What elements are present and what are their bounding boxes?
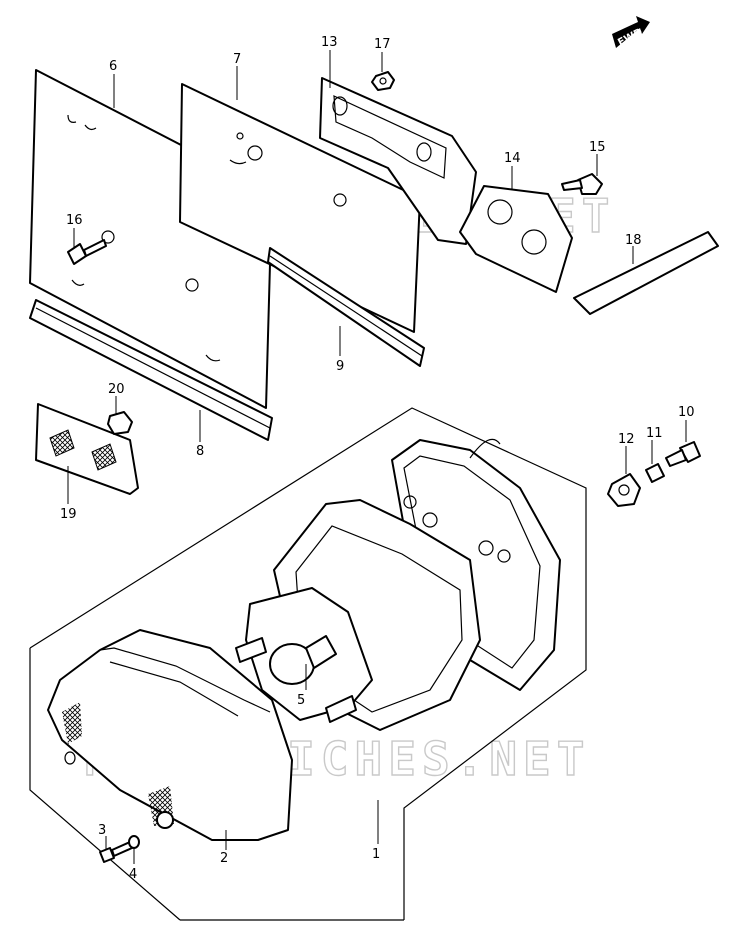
callout-13: 13 [321, 35, 338, 50]
bracket-rubber-part-9 [267, 247, 425, 367]
callout-12: 12 [618, 432, 635, 447]
collar-part-11 [645, 463, 665, 483]
callout-10: 10 [678, 405, 695, 420]
callout-8: 8 [196, 444, 204, 459]
callout-9: 9 [336, 359, 344, 374]
plate-rubber-part-8 [29, 299, 273, 441]
nut-part-20 [107, 411, 133, 435]
forward-arrow-icon: FWD [612, 16, 650, 49]
callout-17: 17 [374, 37, 391, 52]
screw-part-3 [99, 841, 133, 863]
callout-5: 5 [297, 693, 305, 708]
grommet-part-12 [607, 473, 641, 507]
tail-light-assembly-box [29, 407, 587, 921]
washer-part-4 [128, 835, 140, 849]
callout-6: 6 [109, 59, 117, 74]
bulb-part-5 [269, 635, 337, 685]
callout-16: 16 [66, 213, 83, 228]
callout-14: 14 [504, 151, 521, 166]
callout-18: 18 [625, 233, 642, 248]
callout-15: 15 [589, 140, 606, 155]
callout-7: 7 [233, 52, 241, 67]
screw-part-16 [67, 239, 107, 265]
lens-part-2 [47, 629, 293, 841]
bolt-part-10 [665, 441, 701, 467]
gasket-part-14 [459, 185, 573, 293]
nut-part-17 [371, 71, 395, 91]
callout-3: 3 [98, 823, 106, 838]
reflector-strip-part-18 [573, 231, 719, 315]
callout-19: 19 [60, 507, 77, 522]
mounting-bracket-part-13 [319, 77, 477, 245]
callout-20: 20 [108, 382, 125, 397]
callout-4: 4 [129, 867, 137, 882]
plate-bracket-part-7 [179, 83, 421, 333]
callout-labels: 6 7 13 17 14 15 16 18 9 8 20 19 10 11 12… [60, 35, 695, 882]
callout-1: 1 [372, 847, 380, 862]
callout-2: 2 [220, 851, 228, 866]
screw-part-15 [561, 173, 603, 195]
reflector-part-19 [35, 403, 139, 495]
leader-lines [67, 50, 687, 864]
callout-11: 11 [646, 426, 663, 441]
